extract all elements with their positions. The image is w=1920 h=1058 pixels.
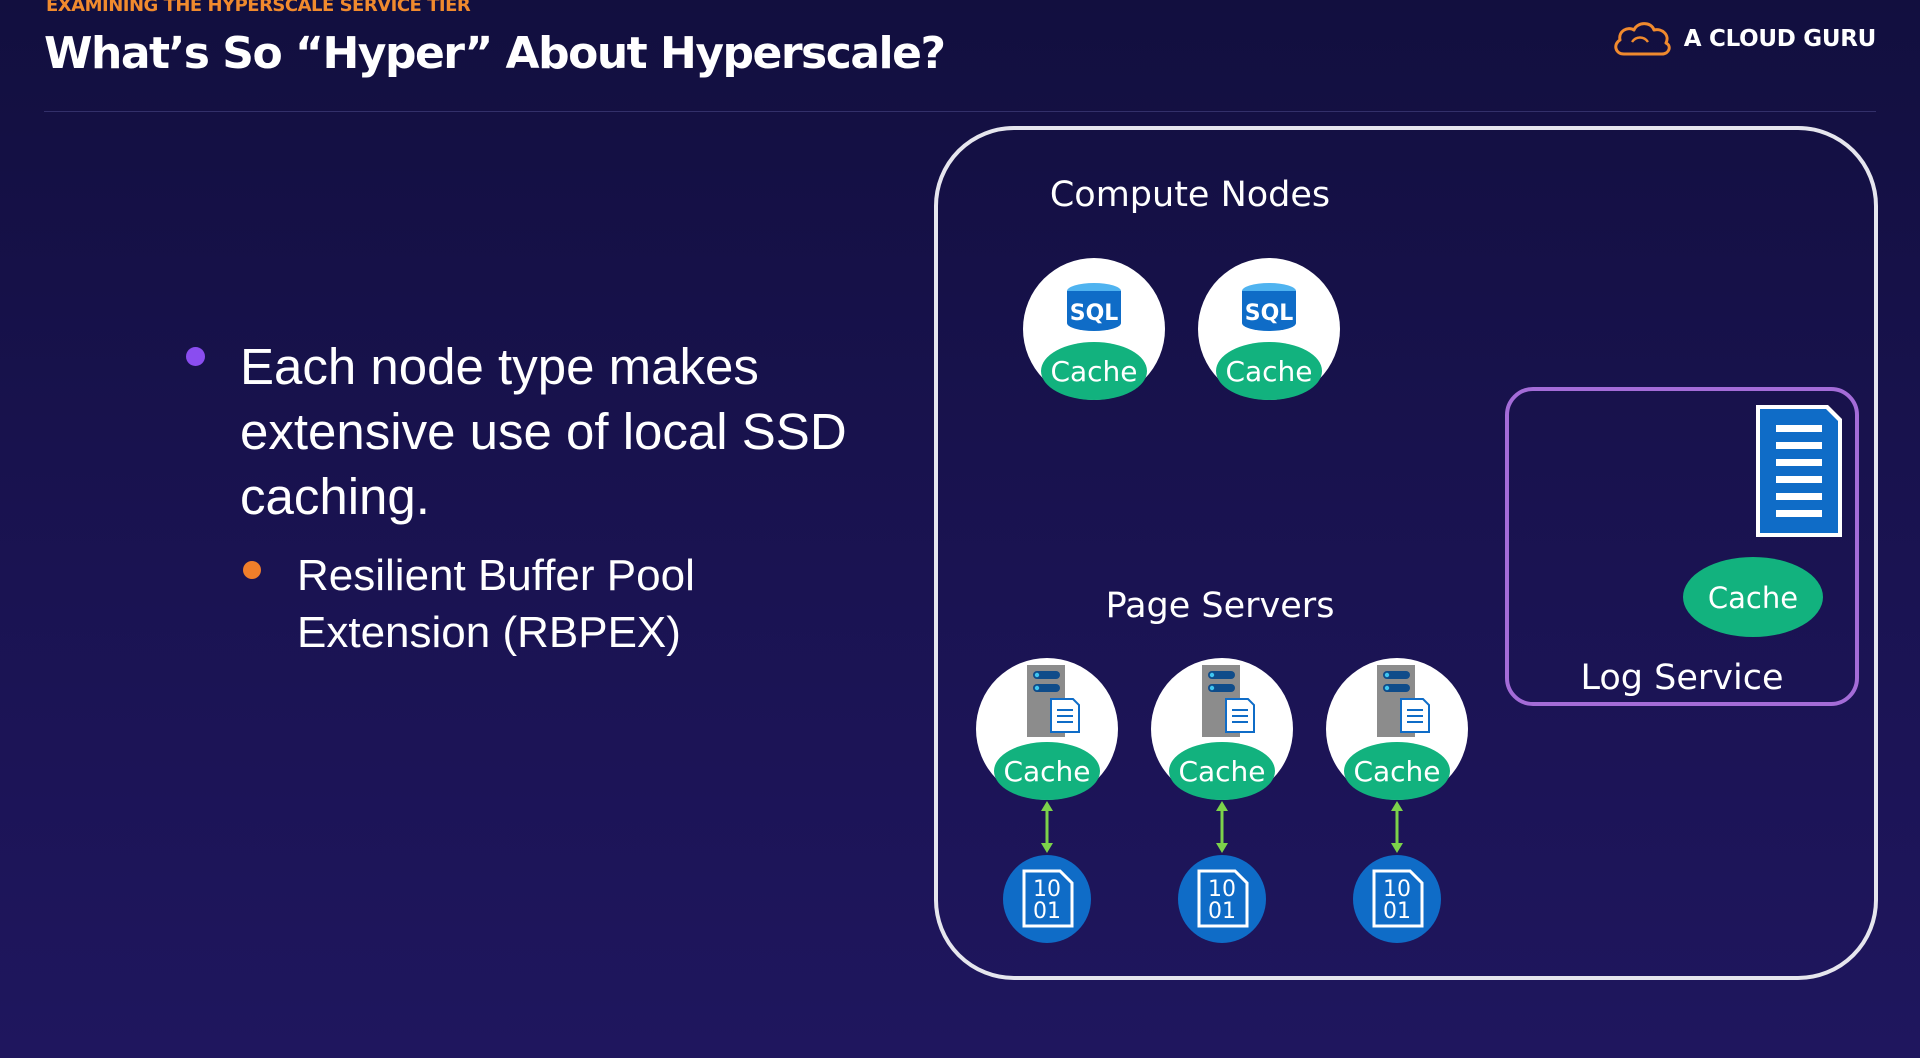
title-divider	[44, 111, 1876, 112]
cloud-icon	[1614, 22, 1671, 56]
cache-badge	[1041, 342, 1147, 400]
cache-label: Cache	[1225, 355, 1312, 388]
cache-label: Cache	[1003, 755, 1090, 788]
sql-label: SQL	[1070, 301, 1119, 326]
diagram-frame	[934, 126, 1878, 980]
log-service-box	[1505, 387, 1859, 706]
log-document-icon	[1756, 405, 1842, 537]
cache-badge	[1216, 342, 1322, 400]
bullet-sub: Resilient Buffer Pool Extension (RBPEX)	[243, 547, 886, 661]
bullet-main: Each node type makes extensive use of lo…	[186, 334, 886, 529]
sync-arrow	[1391, 801, 1403, 853]
server-icon	[1026, 664, 1080, 738]
sql-database-icon: SQL	[1067, 283, 1121, 331]
log-cache-label: Cache	[1708, 581, 1798, 615]
cache-label: Cache	[1353, 755, 1440, 788]
binary-bottom-label: 01	[1033, 899, 1061, 924]
cache-label: Cache	[1178, 755, 1265, 788]
cache-badge	[994, 742, 1100, 800]
log-service-title: Log Service	[1581, 658, 1784, 698]
page-title: What’s So “Hyper” About Hyperscale?	[44, 28, 946, 79]
binary-top-label: 10	[1383, 877, 1411, 902]
server-icon	[1376, 664, 1430, 738]
page-servers-title: Page Servers	[1106, 586, 1335, 626]
server-icon	[1201, 664, 1255, 738]
brand-name: A CLOUD GURU	[1683, 26, 1877, 52]
sync-arrow	[1041, 801, 1053, 853]
binary-top-label: 10	[1033, 877, 1061, 902]
compute-node: SQL Cache	[1198, 258, 1340, 400]
cache-badge	[1169, 742, 1275, 800]
log-cache-badge	[1683, 557, 1823, 637]
eyebrow: EXAMINING THE HYPERSCALE SERVICE TIER	[46, 0, 471, 16]
binary-top-label: 10	[1208, 877, 1236, 902]
compute-node: SQL Cache	[1023, 258, 1165, 400]
binary-bottom-label: 01	[1208, 899, 1236, 924]
binary-bottom-label: 01	[1383, 899, 1411, 924]
brand-logo: A CLOUD GURU	[1610, 18, 1876, 60]
compute-nodes-title: Compute Nodes	[1050, 175, 1330, 215]
sql-database-icon: SQL	[1242, 283, 1296, 331]
cache-label: Cache	[1050, 355, 1137, 388]
bullet-list: Each node type makes extensive use of lo…	[186, 334, 886, 661]
sync-arrow	[1216, 801, 1228, 853]
cache-badge	[1344, 742, 1450, 800]
sql-label: SQL	[1245, 301, 1294, 326]
